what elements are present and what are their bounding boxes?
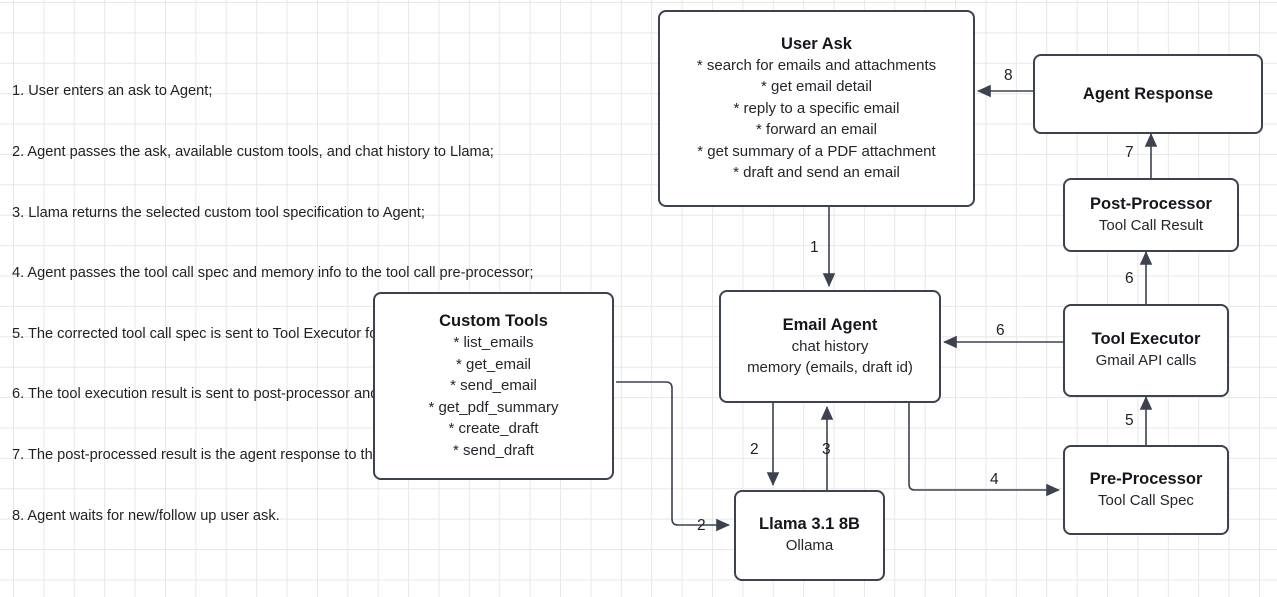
node-agent-response-title: Agent Response <box>1082 84 1214 103</box>
edge-label-5: 5 <box>1125 412 1134 429</box>
node-tool-executor-title: Tool Executor <box>1091 330 1201 349</box>
edge-label-7: 7 <box>1125 144 1134 161</box>
custom-tool-item-5: * send_draft <box>453 441 534 459</box>
node-custom-tools-bullets: * list_emails * get_email * send_email *… <box>428 332 558 461</box>
edge-label-2b: 2 <box>697 517 706 534</box>
node-user-ask-title: User Ask <box>781 34 852 53</box>
edge-label-1: 1 <box>810 239 819 256</box>
edge-label-2a: 2 <box>750 441 759 458</box>
user-ask-item-4: * get summary of a PDF attachment <box>697 142 936 160</box>
custom-tool-item-4: * create_draft <box>448 420 539 437</box>
edge-label-4: 4 <box>990 471 999 488</box>
edge-label-6b: 6 <box>996 322 1005 339</box>
user-ask-item-1: * get email detail <box>761 78 872 95</box>
node-email-agent-chat-history: chat history <box>791 337 869 355</box>
custom-tool-item-3: * get_pdf_summary <box>428 398 559 416</box>
legend-step-1: 1. User enters an ask to Agent; <box>12 83 213 100</box>
node-post-processor[interactable]: Post-Processor Tool Call Result <box>1063 178 1239 252</box>
node-custom-tools[interactable]: Custom Tools * list_emails * get_email *… <box>373 292 614 480</box>
node-user-ask-bullets: * search for emails and attachments * ge… <box>697 55 936 184</box>
edge-label-8: 8 <box>1004 67 1013 84</box>
node-llama[interactable]: Llama 3.1 8B Ollama <box>734 490 885 581</box>
node-tool-executor-subtitle: Gmail API calls <box>1095 352 1197 370</box>
custom-tool-item-1: * get_email <box>455 355 532 373</box>
user-ask-item-3: * forward an email <box>756 121 877 138</box>
node-email-agent-memory: memory (emails, draft id) <box>747 359 913 376</box>
user-ask-item-2: * reply to a specific email <box>733 99 900 117</box>
legend-step-3: 3. Llama returns the selected custom too… <box>12 204 425 221</box>
node-llama-title: Llama 3.1 8B <box>759 515 860 534</box>
edge-4-email-agent-to-pre-processor <box>908 403 1060 497</box>
node-post-processor-title: Post-Processor <box>1090 194 1212 213</box>
custom-tool-item-0: * list_emails <box>453 334 534 351</box>
node-llama-subtitle: Ollama <box>785 537 834 555</box>
legend-step-8: 8. Agent waits for new/follow up user as… <box>12 507 280 524</box>
node-pre-processor-subtitle: Tool Call Spec <box>1098 491 1194 509</box>
node-email-agent-title: Email Agent <box>782 315 878 334</box>
node-tool-executor[interactable]: Tool Executor Gmail API calls <box>1063 304 1229 397</box>
edge-label-3: 3 <box>822 441 831 458</box>
legend-step-2: 2. Agent passes the ask, available custo… <box>12 144 494 161</box>
legend-step-4: 4. Agent passes the tool call spec and m… <box>12 265 534 282</box>
node-agent-response[interactable]: Agent Response <box>1033 54 1263 134</box>
node-post-processor-subtitle: Tool Call Result <box>1098 216 1204 234</box>
user-ask-item-0: * search for emails and attachments <box>696 56 937 74</box>
user-ask-item-5: * draft and send an email <box>733 164 900 181</box>
node-pre-processor-title: Pre-Processor <box>1089 469 1203 488</box>
node-custom-tools-title: Custom Tools <box>439 312 548 330</box>
custom-tool-item-2: * send_email <box>450 377 537 394</box>
edge-label-6a: 6 <box>1125 270 1134 287</box>
node-user-ask[interactable]: User Ask * search for emails and attachm… <box>658 10 975 207</box>
node-pre-processor[interactable]: Pre-Processor Tool Call Spec <box>1063 445 1229 535</box>
node-email-agent[interactable]: Email Agent chat history memory (emails,… <box>719 290 941 403</box>
